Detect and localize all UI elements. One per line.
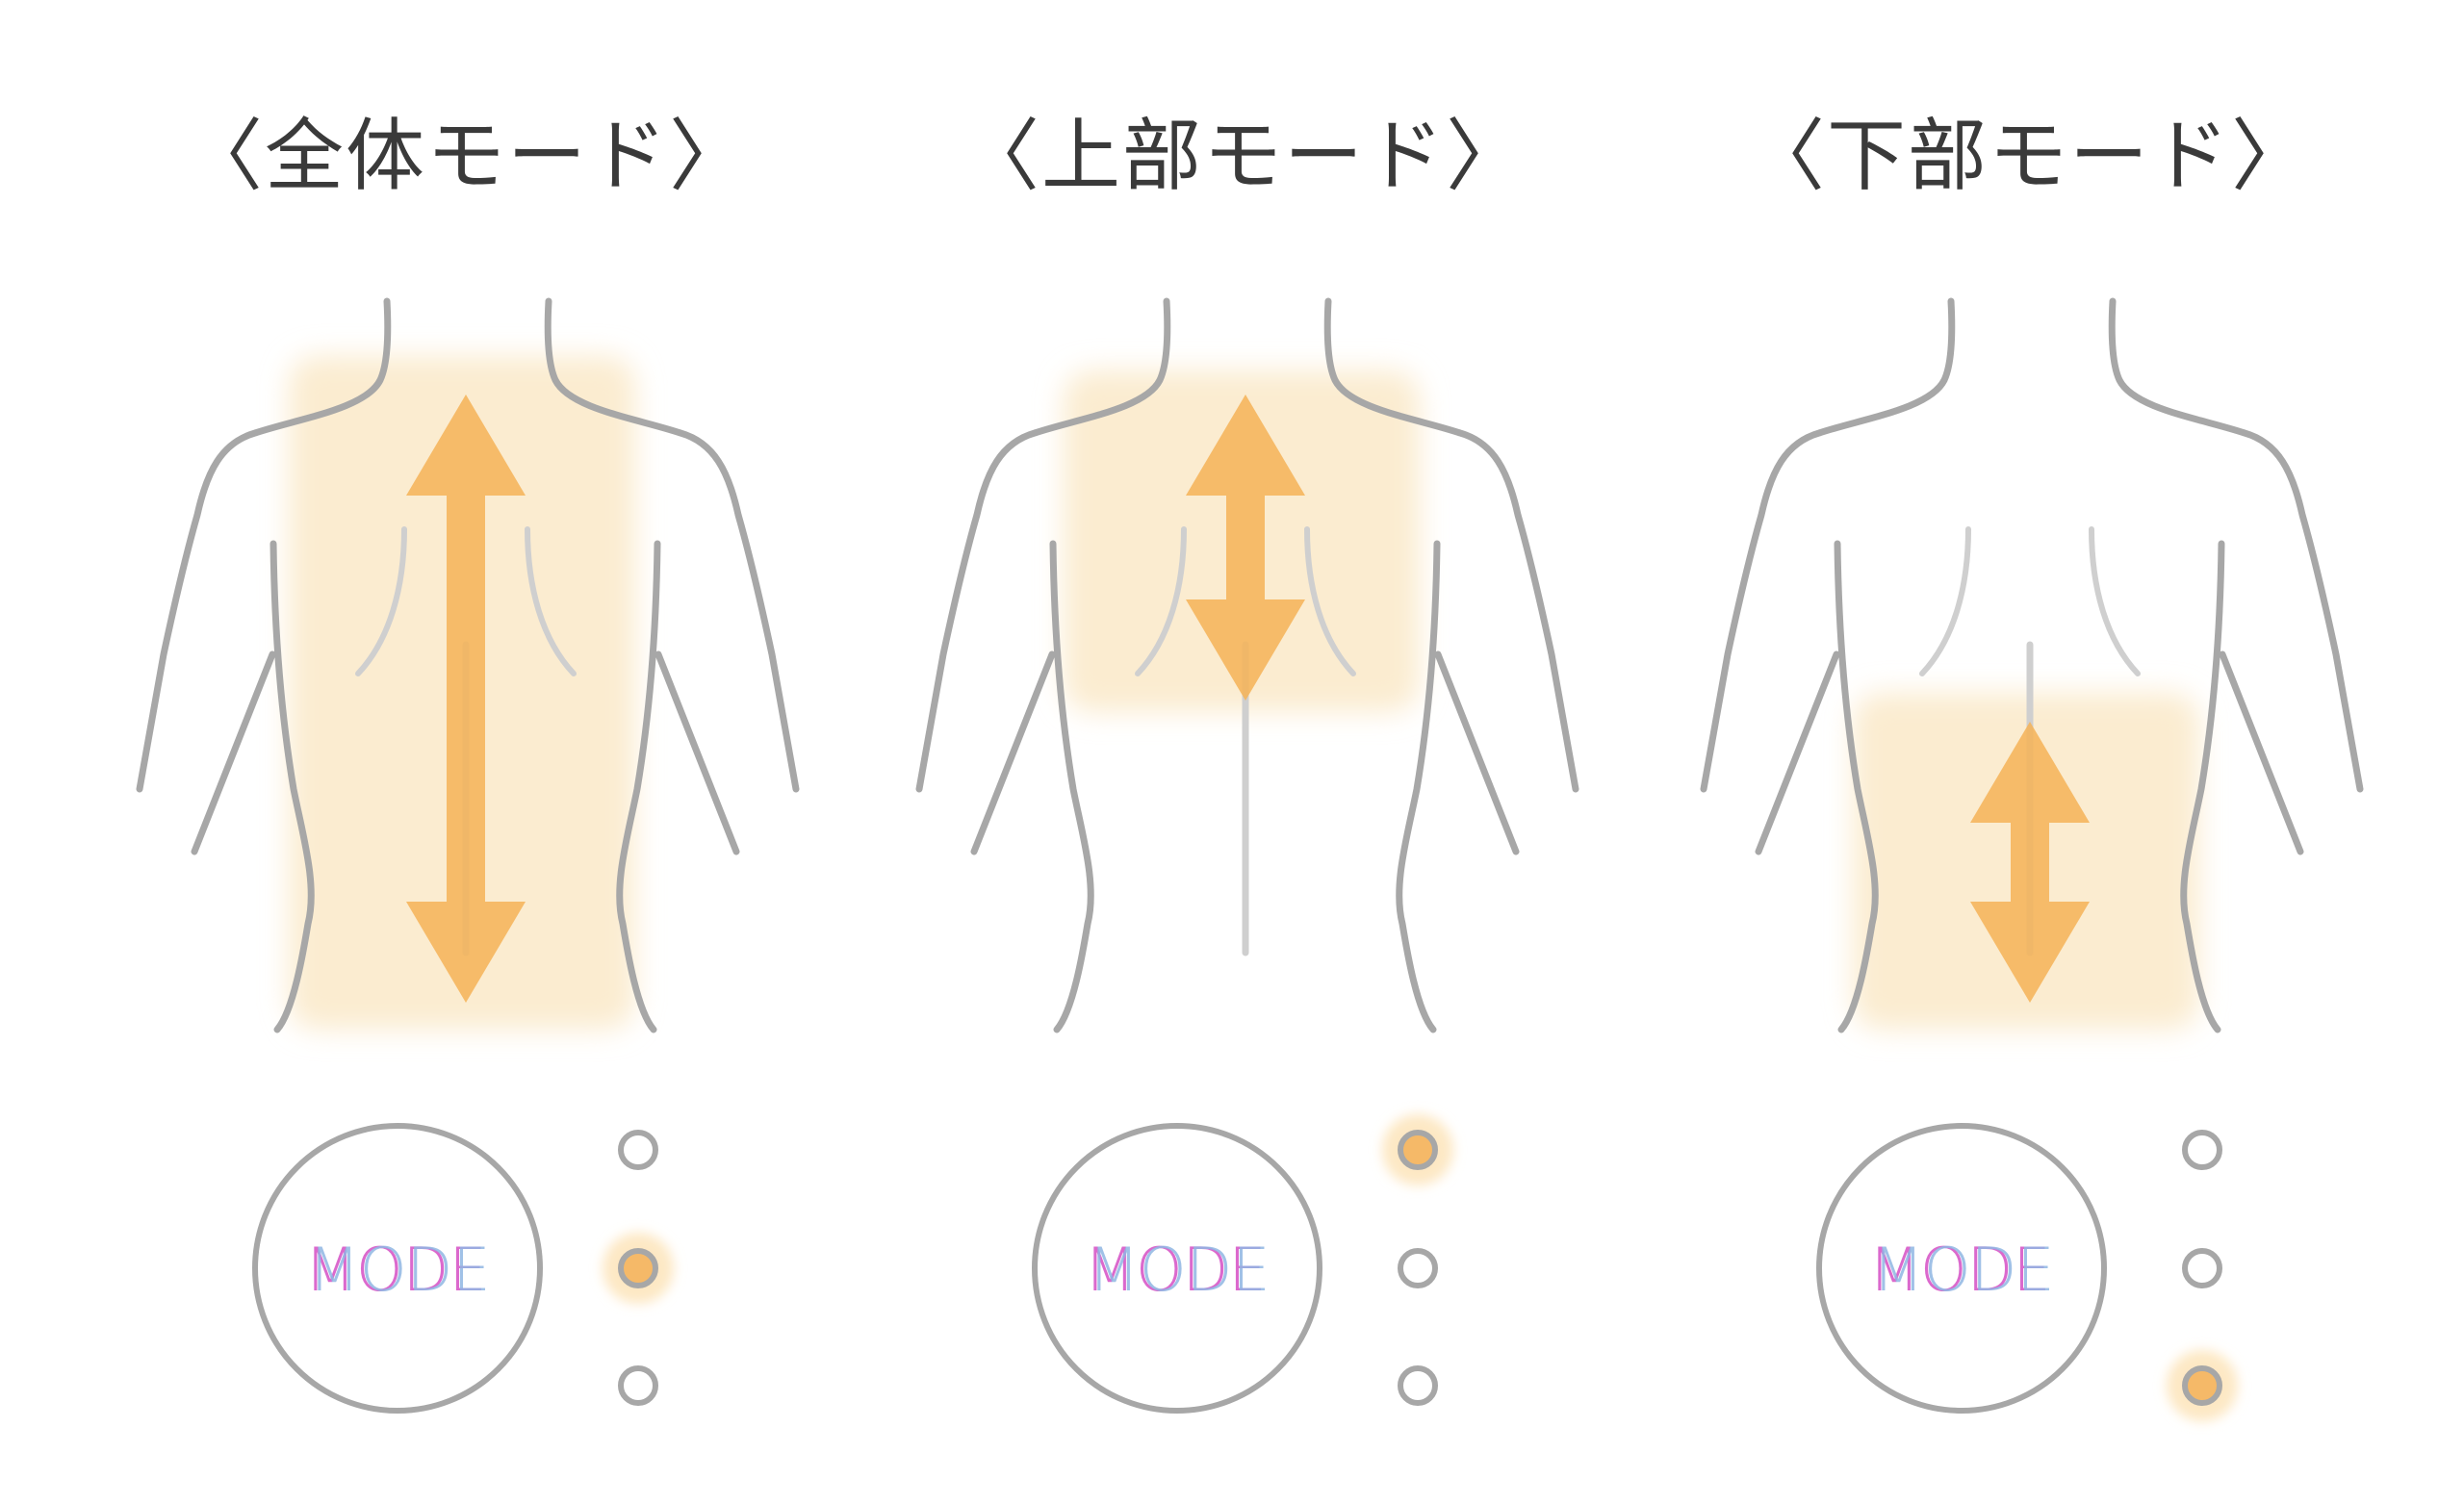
shoulder-blade-left <box>1919 526 1971 676</box>
mode-indicator-1 <box>2182 1130 2222 1170</box>
indicator-dot <box>1398 1248 1438 1288</box>
panel-title-full-mode: 〈全体モード〉 <box>183 111 750 202</box>
mode-indicator-3-active <box>2167 1350 2238 1421</box>
mode-indicator-2 <box>2182 1248 2222 1288</box>
indicator-dot-active <box>2182 1365 2222 1406</box>
body-outline-3 <box>1396 540 1441 1033</box>
body-outline-5 <box>2219 650 2304 855</box>
indicator-dot <box>2182 1248 2222 1288</box>
shoulder-blade-right <box>525 526 577 676</box>
body-outline-1 <box>1323 297 1579 793</box>
panel-title-lower-mode: 〈下部モード〉 <box>1745 111 2312 202</box>
mode-button-ring <box>252 1123 543 1414</box>
shoulder-blade-right <box>1304 526 1356 676</box>
shoulder-blade-right <box>2089 526 2141 676</box>
body-outline-2 <box>270 540 315 1033</box>
double-arrow-icon <box>1970 722 2090 1003</box>
double-arrow-icon <box>406 395 526 1003</box>
shoulder-blade-left <box>355 526 407 676</box>
mode-indicator-2-active <box>603 1233 674 1304</box>
mode-indicator-1-active <box>1382 1114 1453 1185</box>
body-outline-0 <box>136 297 392 793</box>
body-outline-5 <box>654 650 740 855</box>
mode-button-label-shadow: MODE <box>1088 1235 1270 1305</box>
shoulder-blade-left <box>1135 526 1187 676</box>
body-outline-1 <box>544 297 800 793</box>
body-outline-0 <box>1700 297 1956 793</box>
mode-button-label-shadow: MODE <box>308 1235 490 1305</box>
mode-indicator-3 <box>1398 1365 1438 1406</box>
body-outline-1 <box>2108 297 2364 793</box>
indicator-dot-active <box>1398 1130 1438 1170</box>
body-outline-4 <box>970 650 1056 855</box>
mode-indicator-1 <box>618 1130 658 1170</box>
indicator-dot-active <box>618 1248 658 1288</box>
body-outline-3 <box>616 540 661 1033</box>
indicator-dot <box>618 1130 658 1170</box>
double-arrow-icon <box>1186 395 1305 701</box>
indicator-dot <box>2182 1130 2222 1170</box>
body-outline-2 <box>1834 540 1879 1033</box>
body-outline-5 <box>1434 650 1520 855</box>
body-outline-4 <box>1755 650 1840 855</box>
body-outline-3 <box>2180 540 2225 1033</box>
body-outline-2 <box>1049 540 1094 1033</box>
body-outline-4 <box>191 650 276 855</box>
indicator-dot <box>1398 1365 1438 1406</box>
mode-button-label: MODE <box>304 1235 486 1305</box>
indicator-dot <box>618 1365 658 1406</box>
mode-button-label-shadow: MODE <box>1872 1235 2054 1305</box>
mode-button-ring <box>1032 1123 1322 1414</box>
panel-title-upper-mode: 〈上部モード〉 <box>960 111 1527 202</box>
body-outline-0 <box>915 297 1171 793</box>
mode-button-label: MODE <box>1084 1235 1266 1305</box>
mode-button-ring <box>1816 1123 2107 1414</box>
mode-indicator-3 <box>618 1365 658 1406</box>
mode-button-label: MODE <box>1868 1235 2050 1305</box>
mode-indicator-2 <box>1398 1248 1438 1288</box>
